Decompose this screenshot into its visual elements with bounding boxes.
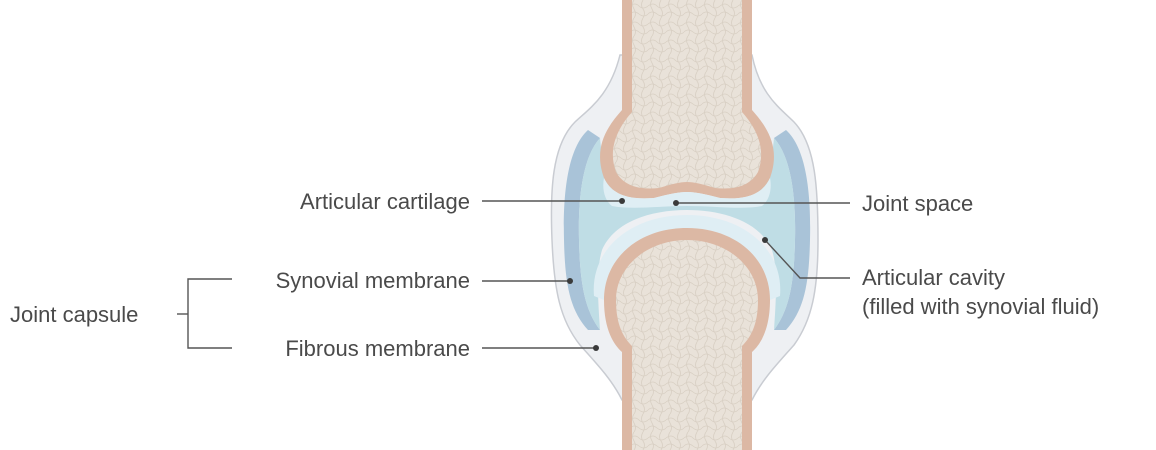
pointer-fibrous-membrane — [593, 345, 599, 351]
pointer-synovial-membrane — [567, 278, 573, 284]
pointer-articular-cavity — [762, 237, 768, 243]
label-articular-cavity-note: (filled with synovial fluid) — [862, 294, 1099, 319]
label-joint-space: Joint space — [862, 191, 973, 216]
pointer-joint-space — [673, 200, 679, 206]
upper-bone-spongy — [613, 0, 761, 188]
lower-bone-spongy — [616, 240, 758, 450]
joint-capsule-bracket — [188, 279, 232, 348]
label-fibrous-membrane: Fibrous membrane — [285, 336, 470, 361]
label-joint-capsule: Joint capsule — [10, 302, 138, 327]
label-articular-cartilage: Articular cartilage — [300, 189, 470, 214]
label-articular-cavity: Articular cavity — [862, 265, 1005, 290]
pointer-articular-cartilage — [619, 198, 625, 204]
label-synovial-membrane: Synovial membrane — [276, 268, 470, 293]
